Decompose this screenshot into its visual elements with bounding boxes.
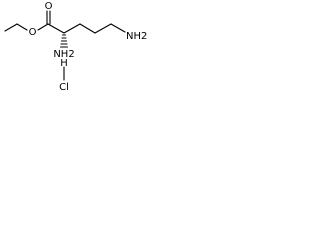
bond-alpha-chain-1 [63,23,81,34]
salt-hydrogen-label: H [60,58,68,69]
terminal-amine-label: NH2 [126,31,147,42]
alpha-amine-label: NH2 [53,49,74,60]
bond-carbonyl-alpha-c [47,23,65,34]
salt-chlorine-label: Cl [59,82,69,93]
bond-chain-1-2 [79,23,96,34]
stereo-hash-bond [59,34,69,48]
bond-ethyl-ch2-o [16,23,28,31]
bond-chain-3-n [110,23,126,33]
ester-oxygen-label: O [29,27,37,38]
bond-ethyl-ch3-ch2 [4,23,18,32]
bond-chain-2-3 [94,23,112,34]
bond-o-carbonyl-c [37,23,49,31]
structure-svg: O O NH2 NH2 H Cl [4,1,148,93]
atom-labels: O O NH2 NH2 H Cl [29,1,148,93]
bonds [4,10,126,81]
structure-diagram: O O NH2 NH2 H Cl [0,0,159,93]
carbonyl-oxygen-label: O [45,1,53,12]
